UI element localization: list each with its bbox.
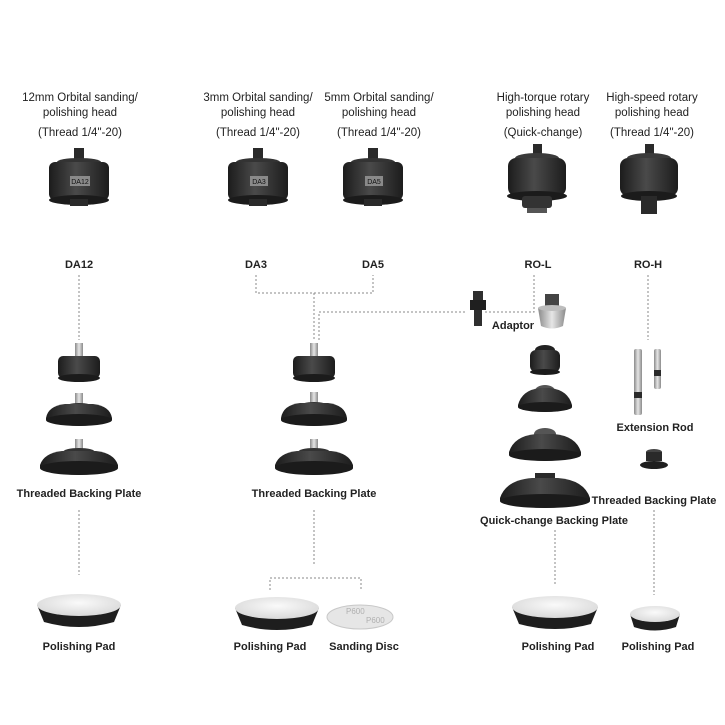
connector-lines xyxy=(78,275,655,595)
extension-rod xyxy=(634,349,661,415)
label-polishing-pad-2: Polishing Pad xyxy=(233,641,307,653)
head-da3: DA3 xyxy=(228,148,288,206)
head-da5: DA5 xyxy=(343,148,403,206)
code-rol: RO-L xyxy=(524,259,552,271)
label-polishing-pad-4: Polishing Pad xyxy=(621,641,695,653)
polishing-pad-1 xyxy=(37,594,121,627)
polishing-pad-2 xyxy=(235,597,319,630)
head-title-da3: 3mm Orbital sanding/ polishing head (Thr… xyxy=(193,91,323,141)
head-title-da12: 12mm Orbital sanding/ polishing head (Th… xyxy=(15,91,145,141)
backing-plate-roh xyxy=(640,449,668,469)
code-da5: DA5 xyxy=(361,259,385,271)
backing-plate-small-2 xyxy=(293,343,335,382)
head-title-roh: High-speed rotary polishing head (Thread… xyxy=(587,91,717,141)
quick-change-plate-1 xyxy=(530,345,560,375)
polishing-pad-4 xyxy=(630,606,680,631)
backing-plate-small-1 xyxy=(58,343,100,382)
label-threaded-backing-plate-3: Threaded Backing Plate xyxy=(591,495,717,507)
adaptor-black xyxy=(470,291,486,326)
head-line2: polishing head xyxy=(614,107,690,119)
disc-print: P600 xyxy=(346,607,365,616)
head-roh xyxy=(620,144,678,214)
head-line2: polishing head xyxy=(220,107,296,119)
quick-change-plate-4 xyxy=(500,473,590,508)
sanding-disc: P600 P600 xyxy=(326,604,394,630)
backing-plate-large-1 xyxy=(40,439,118,475)
head-title-da5: 5mm Orbital sanding/ polishing head (Thr… xyxy=(314,91,444,141)
head-line1: 12mm Orbital sanding/ xyxy=(22,92,138,104)
quick-change-plate-3 xyxy=(509,428,581,461)
head-line1: High-speed rotary xyxy=(606,92,698,104)
head-badge: DA5 xyxy=(367,179,381,186)
backing-plate-medium-1 xyxy=(46,393,112,426)
adaptor-silver xyxy=(538,294,566,329)
badge-plate xyxy=(365,176,383,186)
code-roh: RO-H xyxy=(633,259,663,271)
head-rol xyxy=(507,144,567,213)
head-thread: (Quick-change) xyxy=(503,127,583,139)
head-thread: (Thread 1/4"-20) xyxy=(337,127,421,139)
label-extension-rod: Extension Rod xyxy=(616,422,694,434)
head-line1: High-torque rotary xyxy=(496,92,590,104)
head-line1: 5mm Orbital sanding/ xyxy=(324,92,434,104)
polishing-pad-3 xyxy=(512,596,598,629)
head-thread: (Thread 1/4"-20) xyxy=(610,127,694,139)
label-sanding-disc: Sanding Disc xyxy=(329,641,399,653)
badge-plate xyxy=(70,176,90,186)
label-quick-change-backing-plate: Quick-change Backing Plate xyxy=(480,515,628,527)
backing-plate-medium-2 xyxy=(281,392,347,426)
code-da3: DA3 xyxy=(244,259,268,271)
label-adaptor: Adaptor xyxy=(491,320,535,332)
label-threaded-backing-plate-2: Threaded Backing Plate xyxy=(251,488,377,500)
head-da12: DA12 xyxy=(49,148,109,206)
head-thread: (Thread 1/4"-20) xyxy=(216,127,300,139)
head-badge: DA3 xyxy=(252,179,266,186)
head-line2: polishing head xyxy=(42,107,118,119)
head-thread: (Thread 1/4"-20) xyxy=(38,127,122,139)
label-threaded-backing-plate-1: Threaded Backing Plate xyxy=(16,488,142,500)
badge-plate xyxy=(250,176,268,186)
head-line1: 3mm Orbital sanding/ xyxy=(203,92,313,104)
label-polishing-pad-1: Polishing Pad xyxy=(42,641,116,653)
quick-change-plate-2 xyxy=(518,385,572,412)
head-title-rol: High-torque rotary polishing head (Quick… xyxy=(478,91,608,141)
backing-plate-large-2 xyxy=(275,439,353,475)
head-line2: polishing head xyxy=(505,107,581,119)
head-line2: polishing head xyxy=(341,107,417,119)
head-badge: DA12 xyxy=(71,179,89,186)
label-polishing-pad-3: Polishing Pad xyxy=(521,641,595,653)
disc-print: P600 xyxy=(366,616,385,625)
code-da12: DA12 xyxy=(64,259,94,271)
